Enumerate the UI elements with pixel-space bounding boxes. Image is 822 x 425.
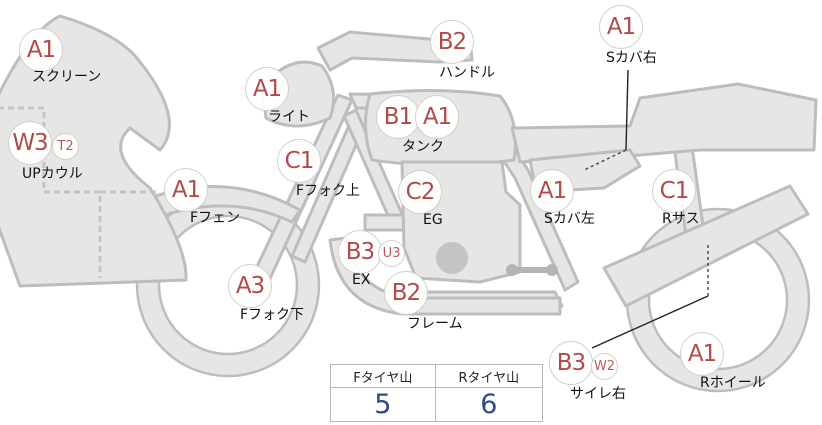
part-label-eg: EG <box>423 212 443 228</box>
part-label-silencer-r: サイレ右 <box>570 386 626 402</box>
grade-badge: B2 <box>430 20 474 64</box>
part-label-frame: フレーム <box>407 316 463 332</box>
seat <box>510 82 818 164</box>
part-label-handle: ハンドル <box>439 65 495 81</box>
grade-badge: C1 <box>652 169 696 213</box>
part-label-screen: スクリーン <box>32 69 102 85</box>
part-label-ffork-bot: Fフォク下 <box>240 307 305 323</box>
leader-silencer <box>591 295 709 349</box>
grade-badge-sub: T2 <box>52 133 79 160</box>
front-tire-value: 5 <box>330 387 436 422</box>
grade-badge: A3 <box>228 264 272 308</box>
grade-badge: A1 <box>415 95 459 139</box>
grade-badge-sub: U3 <box>378 240 405 267</box>
grade-badge: C2 <box>398 170 442 214</box>
grade-badge: W3 <box>8 121 52 165</box>
part-label-up-cowl: UPカウル <box>22 166 83 182</box>
grade-badge: B1 <box>376 95 420 139</box>
grade-badge-sub: W2 <box>591 353 618 380</box>
part-label-rsus: Rサス <box>662 211 700 227</box>
part-label-ex: EX <box>352 272 371 288</box>
grade-badge: A1 <box>680 332 724 376</box>
part-label-ffork-top: Fフォク上 <box>296 183 361 199</box>
part-label-tank: タンク <box>402 139 444 155</box>
grade-badge: B2 <box>384 271 428 315</box>
rear-tire-header: Rタイヤ山 <box>434 364 544 388</box>
grade-badge: A1 <box>19 28 63 72</box>
grade-badge: C1 <box>277 139 321 183</box>
front-tire-header: Fタイヤ山 <box>330 364 436 388</box>
part-label-rwheel: Rホイール <box>700 375 766 391</box>
silencer <box>602 184 810 308</box>
grade-badge: A1 <box>245 67 289 111</box>
grade-badge: B3 <box>549 341 593 385</box>
grade-badge: B3 <box>338 230 382 274</box>
engine-cover <box>436 242 468 274</box>
grade-badge: A1 <box>164 168 208 212</box>
part-label-light: ライト <box>268 109 310 125</box>
part-label-scover-l: Sカバ左 <box>544 211 595 227</box>
rear-tire-value: 6 <box>434 387 544 422</box>
tire-tread-table: Fタイヤ山 Rタイヤ山 5 6 <box>330 364 544 422</box>
fairing <box>0 14 188 288</box>
grade-badge: A1 <box>530 169 574 213</box>
part-label-ffender: Fフェン <box>190 210 241 226</box>
leader-scover-r <box>625 69 629 151</box>
grade-badge: A1 <box>599 5 643 49</box>
leader-scover-r-dash <box>583 149 627 171</box>
part-label-scover-r: Sカバ右 <box>606 50 657 66</box>
